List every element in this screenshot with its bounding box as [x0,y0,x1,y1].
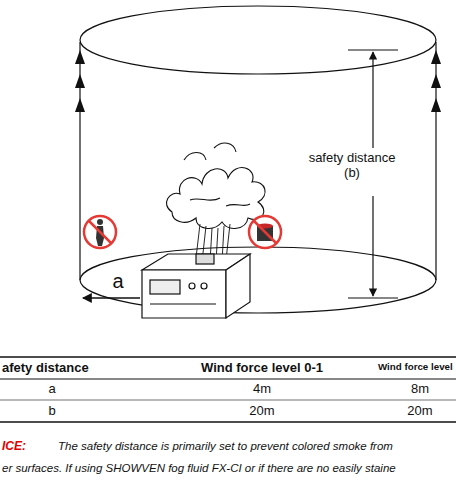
notice-heading: ICE: [2,440,26,454]
smoke-cloud [167,143,266,228]
table-header: afety distance [2,361,89,376]
table-rules [0,357,456,422]
notice-text: er surfaces. If using SHOWVEN fog fluid … [2,462,396,475]
safety-cylinder [80,6,436,313]
table-header: Wind force level 0-1 [201,361,323,376]
upward-arrows [75,50,441,112]
no-paint-icon [249,216,281,248]
dimension-a [83,297,140,298]
dimension-label: safety distance (b) [300,151,404,181]
table-cell: b [48,404,55,419]
fog-machine [142,254,250,318]
table-header: Wind force level [378,361,453,372]
notice-text: The safety distance is primarily set to … [58,440,393,453]
table-cell: 4m [253,382,271,397]
table-cell: 20m [249,404,274,419]
dimension-label: a [112,270,123,293]
table-cell: 20m [407,404,432,419]
table-cell: 8m [411,382,429,397]
no-person-icon [84,216,116,248]
table-cell: a [48,382,55,397]
